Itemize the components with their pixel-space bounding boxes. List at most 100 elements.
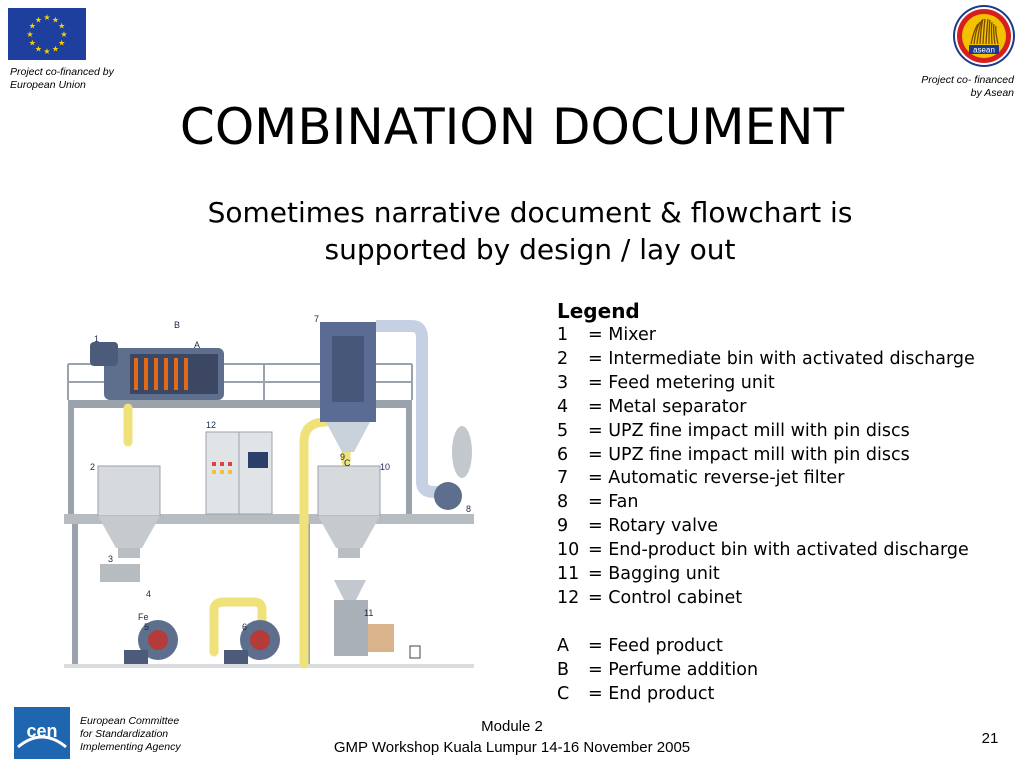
footer-workshop: GMP Workshop Kuala Lumpur 14-16 November… <box>333 739 691 756</box>
eu-star-icon: ★ <box>43 13 50 22</box>
legend-key: 9 <box>557 516 569 537</box>
legend-text: = Automatic reverse-jet filter <box>588 468 845 489</box>
diagram-label: 3 <box>108 554 113 564</box>
footer-text: Module 2 GMP Workshop Kuala Lumpur 14-16… <box>300 716 724 758</box>
subtitle-line: supported by design / lay out <box>324 233 736 266</box>
diagram-label: 12 <box>206 420 216 430</box>
legend-item: 3 = Feed metering unit <box>557 372 997 396</box>
legend-text: = UPZ fine impact mill with pin discs <box>588 420 910 441</box>
eu-caption: Project co-financed by European Union <box>10 66 150 92</box>
legend-item: 9= Rotary valve <box>557 515 997 539</box>
legend-item: 7 = Automatic reverse-jet filter <box>557 467 997 491</box>
legend-text: = Bagging unit <box>588 564 720 585</box>
diagram-label: B <box>174 320 180 330</box>
page-number: 21 <box>981 730 999 747</box>
diagram-label: 2 <box>90 462 95 472</box>
eu-star-icon: ★ <box>52 15 59 24</box>
legend-item: B = Perfume addition <box>557 659 997 683</box>
legend-item: 1 = Mixer <box>557 324 997 348</box>
legend-key: 11 <box>557 564 580 585</box>
legend-item: 6 = UPZ fine impact mill with pin discs <box>557 444 997 468</box>
legend-text: = Feed metering unit <box>588 372 775 393</box>
slide-subtitle: Sometimes narrative document & flowchart… <box>150 194 910 268</box>
legend-spacer <box>557 611 997 635</box>
legend-text: = Control cabinet <box>588 587 743 608</box>
eu-star-icon: ★ <box>58 39 65 48</box>
legend-text: = Feed product <box>588 635 723 656</box>
legend-key: C <box>557 683 570 704</box>
legend-item: 2 = Intermediate bin with activated disch… <box>557 348 997 372</box>
diagram-label: 10 <box>380 462 390 472</box>
legend-item: 8 = Fan <box>557 491 997 515</box>
eu-caption-line: European Union <box>10 79 86 91</box>
slide-title: COMBINATION DOCUMENT <box>179 98 845 156</box>
legend-text: = End-product bin with activated dischar… <box>588 540 969 561</box>
diagram-label: 11 <box>364 608 373 618</box>
legend: Legend 1 = Mixer 2 = Intermediate bin with … <box>557 298 997 706</box>
legend-key: 3 <box>557 372 569 393</box>
asean-logo-text: asean <box>973 46 995 55</box>
legend-text: = End product <box>588 683 715 704</box>
cen-caption: European Committee for Standardization I… <box>80 715 230 754</box>
eu-star-icon: ★ <box>26 30 33 39</box>
diagram-label: C <box>344 458 351 468</box>
diagram-label: 5 <box>144 622 149 632</box>
cen-caption-line: for Standardization <box>80 728 169 740</box>
asean-caption: Project co- financed by Asean <box>854 74 1014 100</box>
legend-text: = Intermediate bin with activated discha… <box>588 348 975 369</box>
legend-key: 10 <box>557 540 580 561</box>
diagram-label: 7 <box>314 314 319 324</box>
legend-list: 1 = Mixer 2 = Intermediate bin with activat… <box>557 324 997 611</box>
plant-layout-diagram: 1 2 3 4 5 6 7 8 9 10 11 12 A B C Fe <box>64 312 480 682</box>
legend-key: 12 <box>557 587 580 608</box>
legend-text: = UPZ fine impact mill with pin discs <box>588 444 910 465</box>
legend-item: 5 = UPZ fine impact mill with pin discs <box>557 420 997 444</box>
diagram-label: 9 <box>340 452 345 462</box>
legend-text: = Fan <box>588 492 639 513</box>
legend-text: = Metal separator <box>588 396 747 417</box>
eu-star-icon: ★ <box>43 47 50 56</box>
asean-logo: asean <box>952 4 1016 68</box>
eu-star-icon: ★ <box>58 22 65 31</box>
eu-star-icon: ★ <box>52 45 59 54</box>
eu-star-icon: ★ <box>35 15 42 24</box>
legend-key: 2 <box>557 348 569 369</box>
legend-title: Legend <box>557 299 640 323</box>
diagram-label: Fe <box>138 612 149 622</box>
legend-item: 10 = End-product bin with activated disch… <box>557 539 997 563</box>
eu-star-icon: ★ <box>29 22 36 31</box>
legend-item: C = End product <box>557 683 997 707</box>
legend-key: A <box>557 635 569 656</box>
eu-stars-icon: ★★★★★★★★★★★★ <box>8 8 86 60</box>
diagram-label: 4 <box>146 589 151 599</box>
diagram-label: 6 <box>242 622 247 632</box>
asean-caption-line: Project co- financed <box>921 74 1014 86</box>
eu-flag-logo: ★★★★★★★★★★★★ <box>8 8 86 60</box>
cen-logo-text: cen <box>26 721 57 741</box>
legend-text: = Perfume addition <box>588 659 759 680</box>
legend-text: = Mixer <box>588 325 656 345</box>
cen-caption-line: European Committee <box>80 715 180 727</box>
eu-caption-line: Project co-financed by <box>10 66 114 78</box>
cen-caption-line: Implementing Agency <box>80 741 181 753</box>
legend-item: 11 = Bagging unit <box>557 563 997 587</box>
legend-item: 4= Metal separator <box>557 396 997 420</box>
legend-key: 1 <box>557 325 569 345</box>
asean-caption-line: by Asean <box>970 87 1014 99</box>
legend-item: 12 = Control cabinet <box>557 587 997 611</box>
diagram-labels: 1 2 3 4 5 6 7 8 9 10 11 12 A B C Fe <box>90 314 471 632</box>
subtitle-line: Sometimes narrative document & flowchart… <box>207 196 853 229</box>
eu-star-icon: ★ <box>35 45 42 54</box>
legend-key: B <box>557 659 570 680</box>
legend-key: 7 <box>557 468 569 489</box>
cen-logo: cen <box>14 707 70 759</box>
legend-key: 8 <box>557 492 569 513</box>
legend-item: A = Feed product <box>557 635 997 659</box>
legend-key: 5 <box>557 420 569 441</box>
legend-key: 6 <box>557 444 569 465</box>
footer-module: Module 2 <box>481 718 543 735</box>
eu-star-icon: ★ <box>29 39 36 48</box>
diagram-label: 1 <box>94 334 99 344</box>
diagram-label: A <box>194 340 200 350</box>
